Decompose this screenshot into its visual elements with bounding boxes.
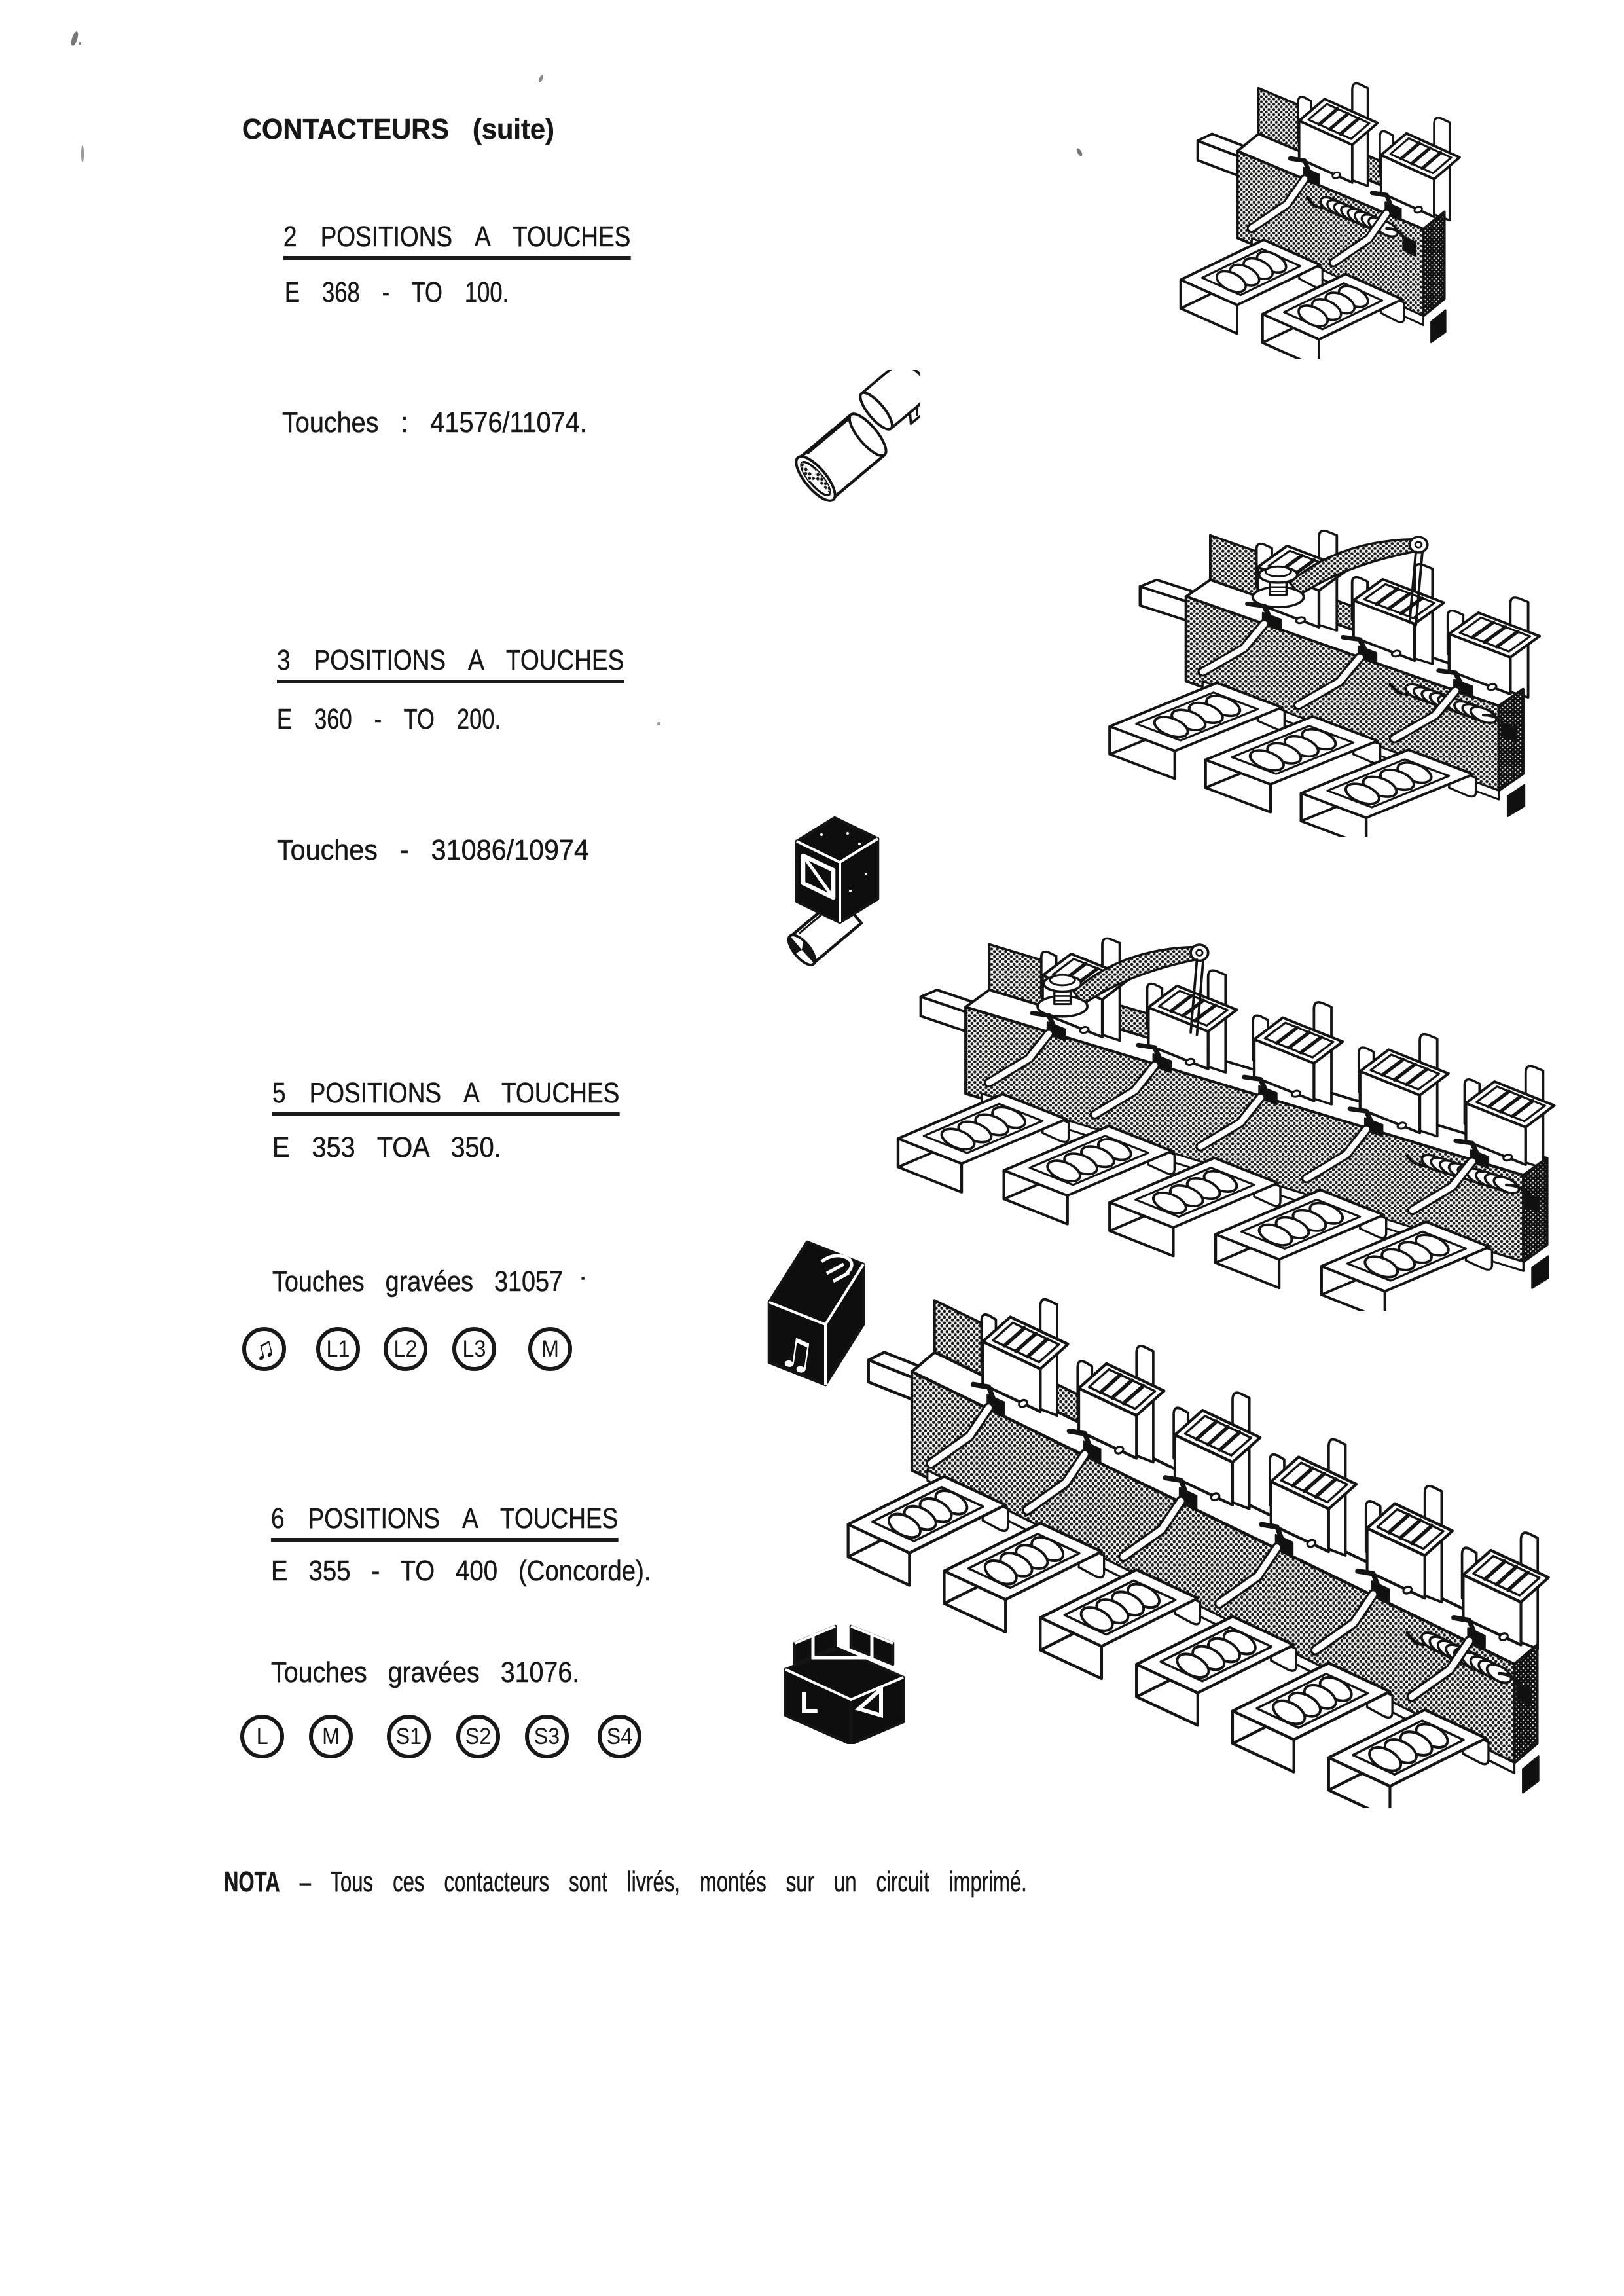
section-2pos-heading: 2 POSITIONS A TOUCHES	[283, 221, 631, 260]
figure-square-key-cap	[778, 811, 892, 972]
section-6pos-model: E 355 - TO 400 (Concorde).	[271, 1555, 651, 1587]
page-title: CONTACTEURS (suite)	[242, 113, 554, 145]
section-2pos-model: E 368 - TO 100.	[285, 276, 509, 308]
section-6pos-heading-text: 6 POSITIONS A TOUCHES	[271, 1503, 619, 1542]
svg-text:L: L	[800, 1685, 818, 1719]
svg-text:♫: ♫	[776, 1328, 818, 1380]
key-symbol-S4: S4	[598, 1715, 641, 1758]
section-3pos-model: E 360 - TO 200.	[277, 703, 501, 735]
figure-switch-bank-3-positions	[1097, 511, 1542, 837]
figure-switch-bank-6-positions	[831, 1292, 1555, 1808]
key-symbol-M: M	[528, 1327, 572, 1371]
key-symbol-label: M	[322, 1723, 340, 1749]
key-symbol-L1: L1	[316, 1327, 360, 1371]
section-3pos-heading-text: 3 POSITIONS A TOUCHES	[277, 644, 624, 683]
key-symbol-L: L	[240, 1715, 284, 1758]
section-6pos-touches: Touches gravées 31076.	[271, 1656, 580, 1688]
section-3pos-touches: Touches - 31086/10974	[277, 834, 589, 866]
section-5pos-heading: 5 POSITIONS A TOUCHES	[272, 1077, 620, 1116]
key-symbol-label: L1	[326, 1336, 350, 1362]
scan-speck	[1075, 147, 1083, 157]
key-symbol-L2: L2	[384, 1327, 427, 1371]
key-symbol-S1: S1	[387, 1715, 431, 1758]
figure-round-key-caps	[785, 370, 920, 507]
key-symbol-label: L	[256, 1723, 268, 1749]
key-symbol-S3: S3	[525, 1715, 569, 1758]
key-symbol-label: L2	[393, 1336, 418, 1362]
figure-L-key-cap: L	[776, 1622, 912, 1744]
key-symbol-label: S4	[606, 1723, 633, 1749]
section-3pos-heading: 3 POSITIONS A TOUCHES	[277, 644, 624, 683]
section-5pos-model: E 353 TOA 350.	[272, 1131, 501, 1163]
key-symbol-S2: S2	[456, 1715, 500, 1758]
nota-line: NOTA – Tous ces contacteurs sont livrés,…	[224, 1866, 1027, 1898]
scan-speck	[657, 722, 660, 725]
key-symbol-label: M	[541, 1336, 559, 1362]
key-symbol-label: S1	[395, 1723, 422, 1749]
scan-speck	[79, 42, 81, 45]
section-2pos-heading-text: 2 POSITIONS A TOUCHES	[283, 221, 631, 260]
stray-dot: ·	[579, 1262, 588, 1291]
key-symbol-note-icon: ♫	[242, 1327, 286, 1371]
key-symbol-L3: L3	[452, 1327, 496, 1371]
scan-speck	[69, 31, 80, 46]
music-note-icon: ♫	[249, 1330, 279, 1367]
key-symbol-label: L3	[462, 1336, 486, 1362]
section-6pos-heading: 6 POSITIONS A TOUCHES	[271, 1503, 619, 1542]
key-symbol-label: S3	[533, 1723, 560, 1749]
section-5pos-heading-text: 5 POSITIONS A TOUCHES	[272, 1077, 620, 1116]
figure-switch-bank-2-positions	[1169, 77, 1461, 359]
key-symbol-M2: M	[309, 1715, 353, 1758]
nota-text: – Tous ces contacteurs sont livrés, mont…	[280, 1866, 1027, 1898]
section-5pos-touches: Touches gravées 31057	[272, 1266, 563, 1298]
scan-speck	[81, 145, 84, 162]
key-symbol-label: S2	[465, 1723, 492, 1749]
nota-label: NOTA	[224, 1866, 280, 1898]
figure-switch-bank-5-positions	[886, 919, 1566, 1311]
figure-music-note-key-cap: ♫	[759, 1237, 883, 1403]
scan-speck	[537, 74, 545, 83]
section-2pos-touches: Touches : 41576/11074.	[282, 407, 587, 439]
